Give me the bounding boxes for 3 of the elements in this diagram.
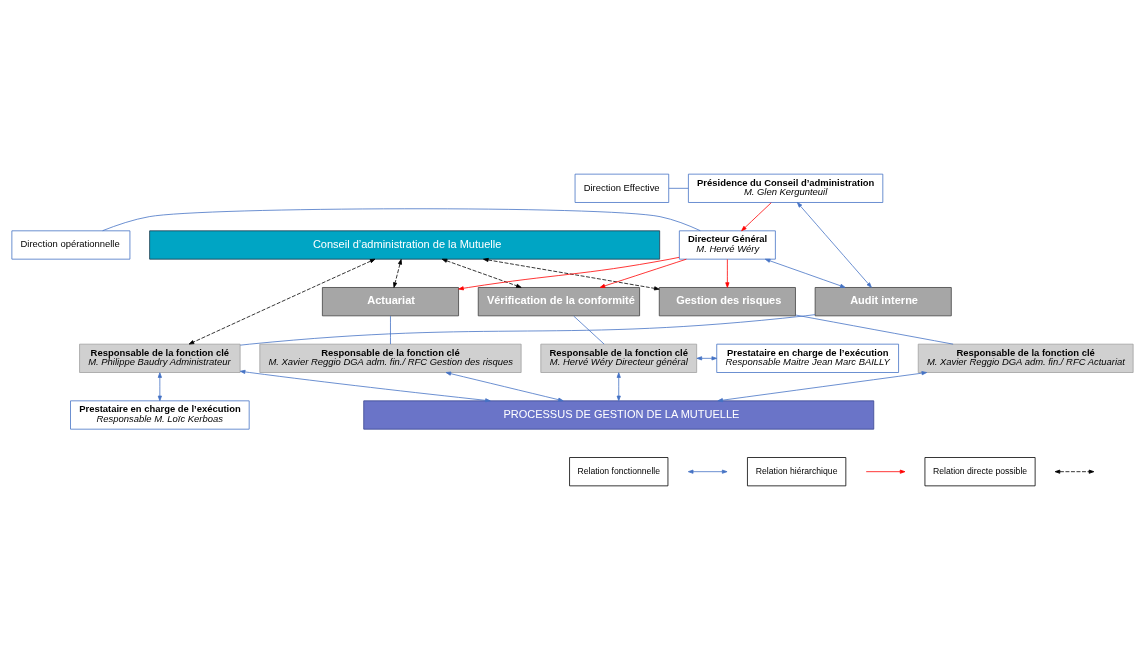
legend-label: Relation hiérarchique	[755, 465, 838, 476]
legend-label: Relation fonctionnelle	[577, 465, 661, 476]
legend-label: Relation directe possible	[932, 465, 1028, 476]
